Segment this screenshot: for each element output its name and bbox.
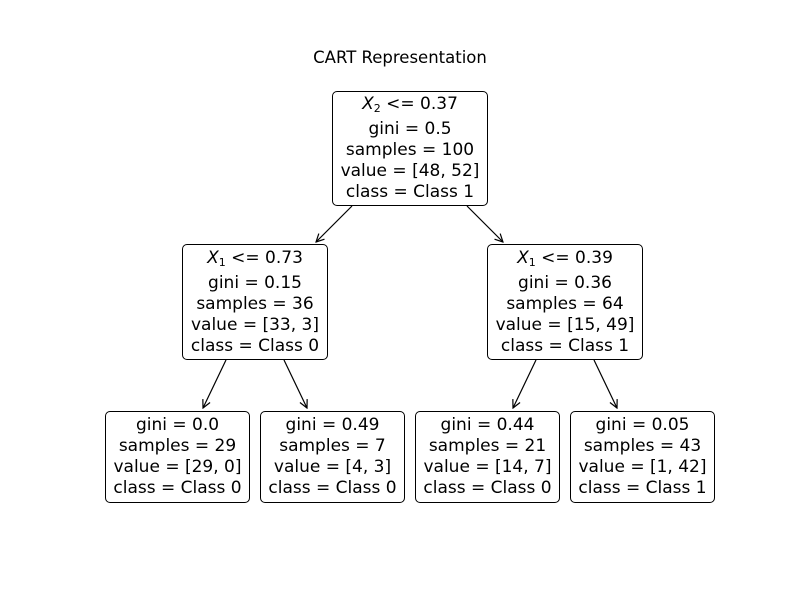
node-value: value = [29, 0] — [113, 457, 242, 477]
tree-node-left: X1 <= 0.73 gini = 0.15 samples = 36 valu… — [182, 244, 328, 360]
node-class: class = Class 1 — [500, 335, 630, 356]
edge-root-left — [316, 205, 353, 242]
edge-left-lr — [283, 359, 307, 408]
node-value: value = [1, 42] — [578, 457, 707, 477]
node-split-condition: X1 <= 0.39 — [517, 247, 613, 269]
node-samples: samples = 43 — [583, 436, 702, 456]
node-class: class = Class 1 — [578, 478, 707, 498]
node-gini: gini = 0.0 — [135, 415, 220, 435]
node-samples: samples = 29 — [118, 436, 237, 456]
tree-leaf-ll: gini = 0.0 samples = 29 value = [29, 0] … — [105, 411, 250, 503]
node-gini: gini = 0.5 — [368, 119, 452, 139]
node-gini: gini = 0.49 — [285, 415, 380, 435]
edge-right-rl — [513, 359, 537, 408]
node-class: class = Class 1 — [345, 182, 475, 202]
node-value: value = [15, 49] — [495, 314, 635, 335]
node-gini: gini = 0.15 — [208, 272, 302, 293]
edge-right-rr — [593, 359, 617, 408]
node-gini: gini = 0.36 — [518, 272, 612, 293]
node-split-condition: X2 <= 0.37 — [362, 94, 458, 115]
node-class: class = Class 0 — [113, 478, 242, 498]
node-samples: samples = 100 — [345, 140, 475, 160]
edge-left-ll — [203, 359, 227, 408]
node-samples: samples = 64 — [506, 293, 624, 314]
node-samples: samples = 36 — [196, 293, 314, 314]
node-samples: samples = 21 — [428, 436, 547, 456]
tree-node-right: X1 <= 0.39 gini = 0.36 samples = 64 valu… — [487, 244, 643, 360]
node-value: value = [14, 7] — [423, 457, 552, 477]
tree-leaf-lr: gini = 0.49 samples = 7 value = [4, 3] c… — [260, 411, 405, 503]
node-class: class = Class 0 — [423, 478, 552, 498]
tree-leaf-rl: gini = 0.44 samples = 21 value = [14, 7]… — [415, 411, 560, 503]
edge-root-right — [466, 205, 503, 242]
node-class: class = Class 0 — [190, 335, 320, 356]
node-value: value = [48, 52] — [340, 161, 480, 181]
node-samples: samples = 7 — [279, 436, 386, 456]
diagram-title: CART Representation — [313, 48, 487, 67]
tree-leaf-rr: gini = 0.05 samples = 43 value = [1, 42]… — [570, 411, 715, 503]
node-value: value = [33, 3] — [190, 314, 319, 335]
node-class: class = Class 0 — [268, 478, 397, 498]
node-value: value = [4, 3] — [273, 457, 392, 477]
node-gini: gini = 0.05 — [595, 415, 690, 435]
tree-node-root: X2 <= 0.37 gini = 0.5 samples = 100 valu… — [332, 91, 488, 206]
node-gini: gini = 0.44 — [440, 415, 535, 435]
node-split-condition: X1 <= 0.73 — [207, 247, 303, 269]
